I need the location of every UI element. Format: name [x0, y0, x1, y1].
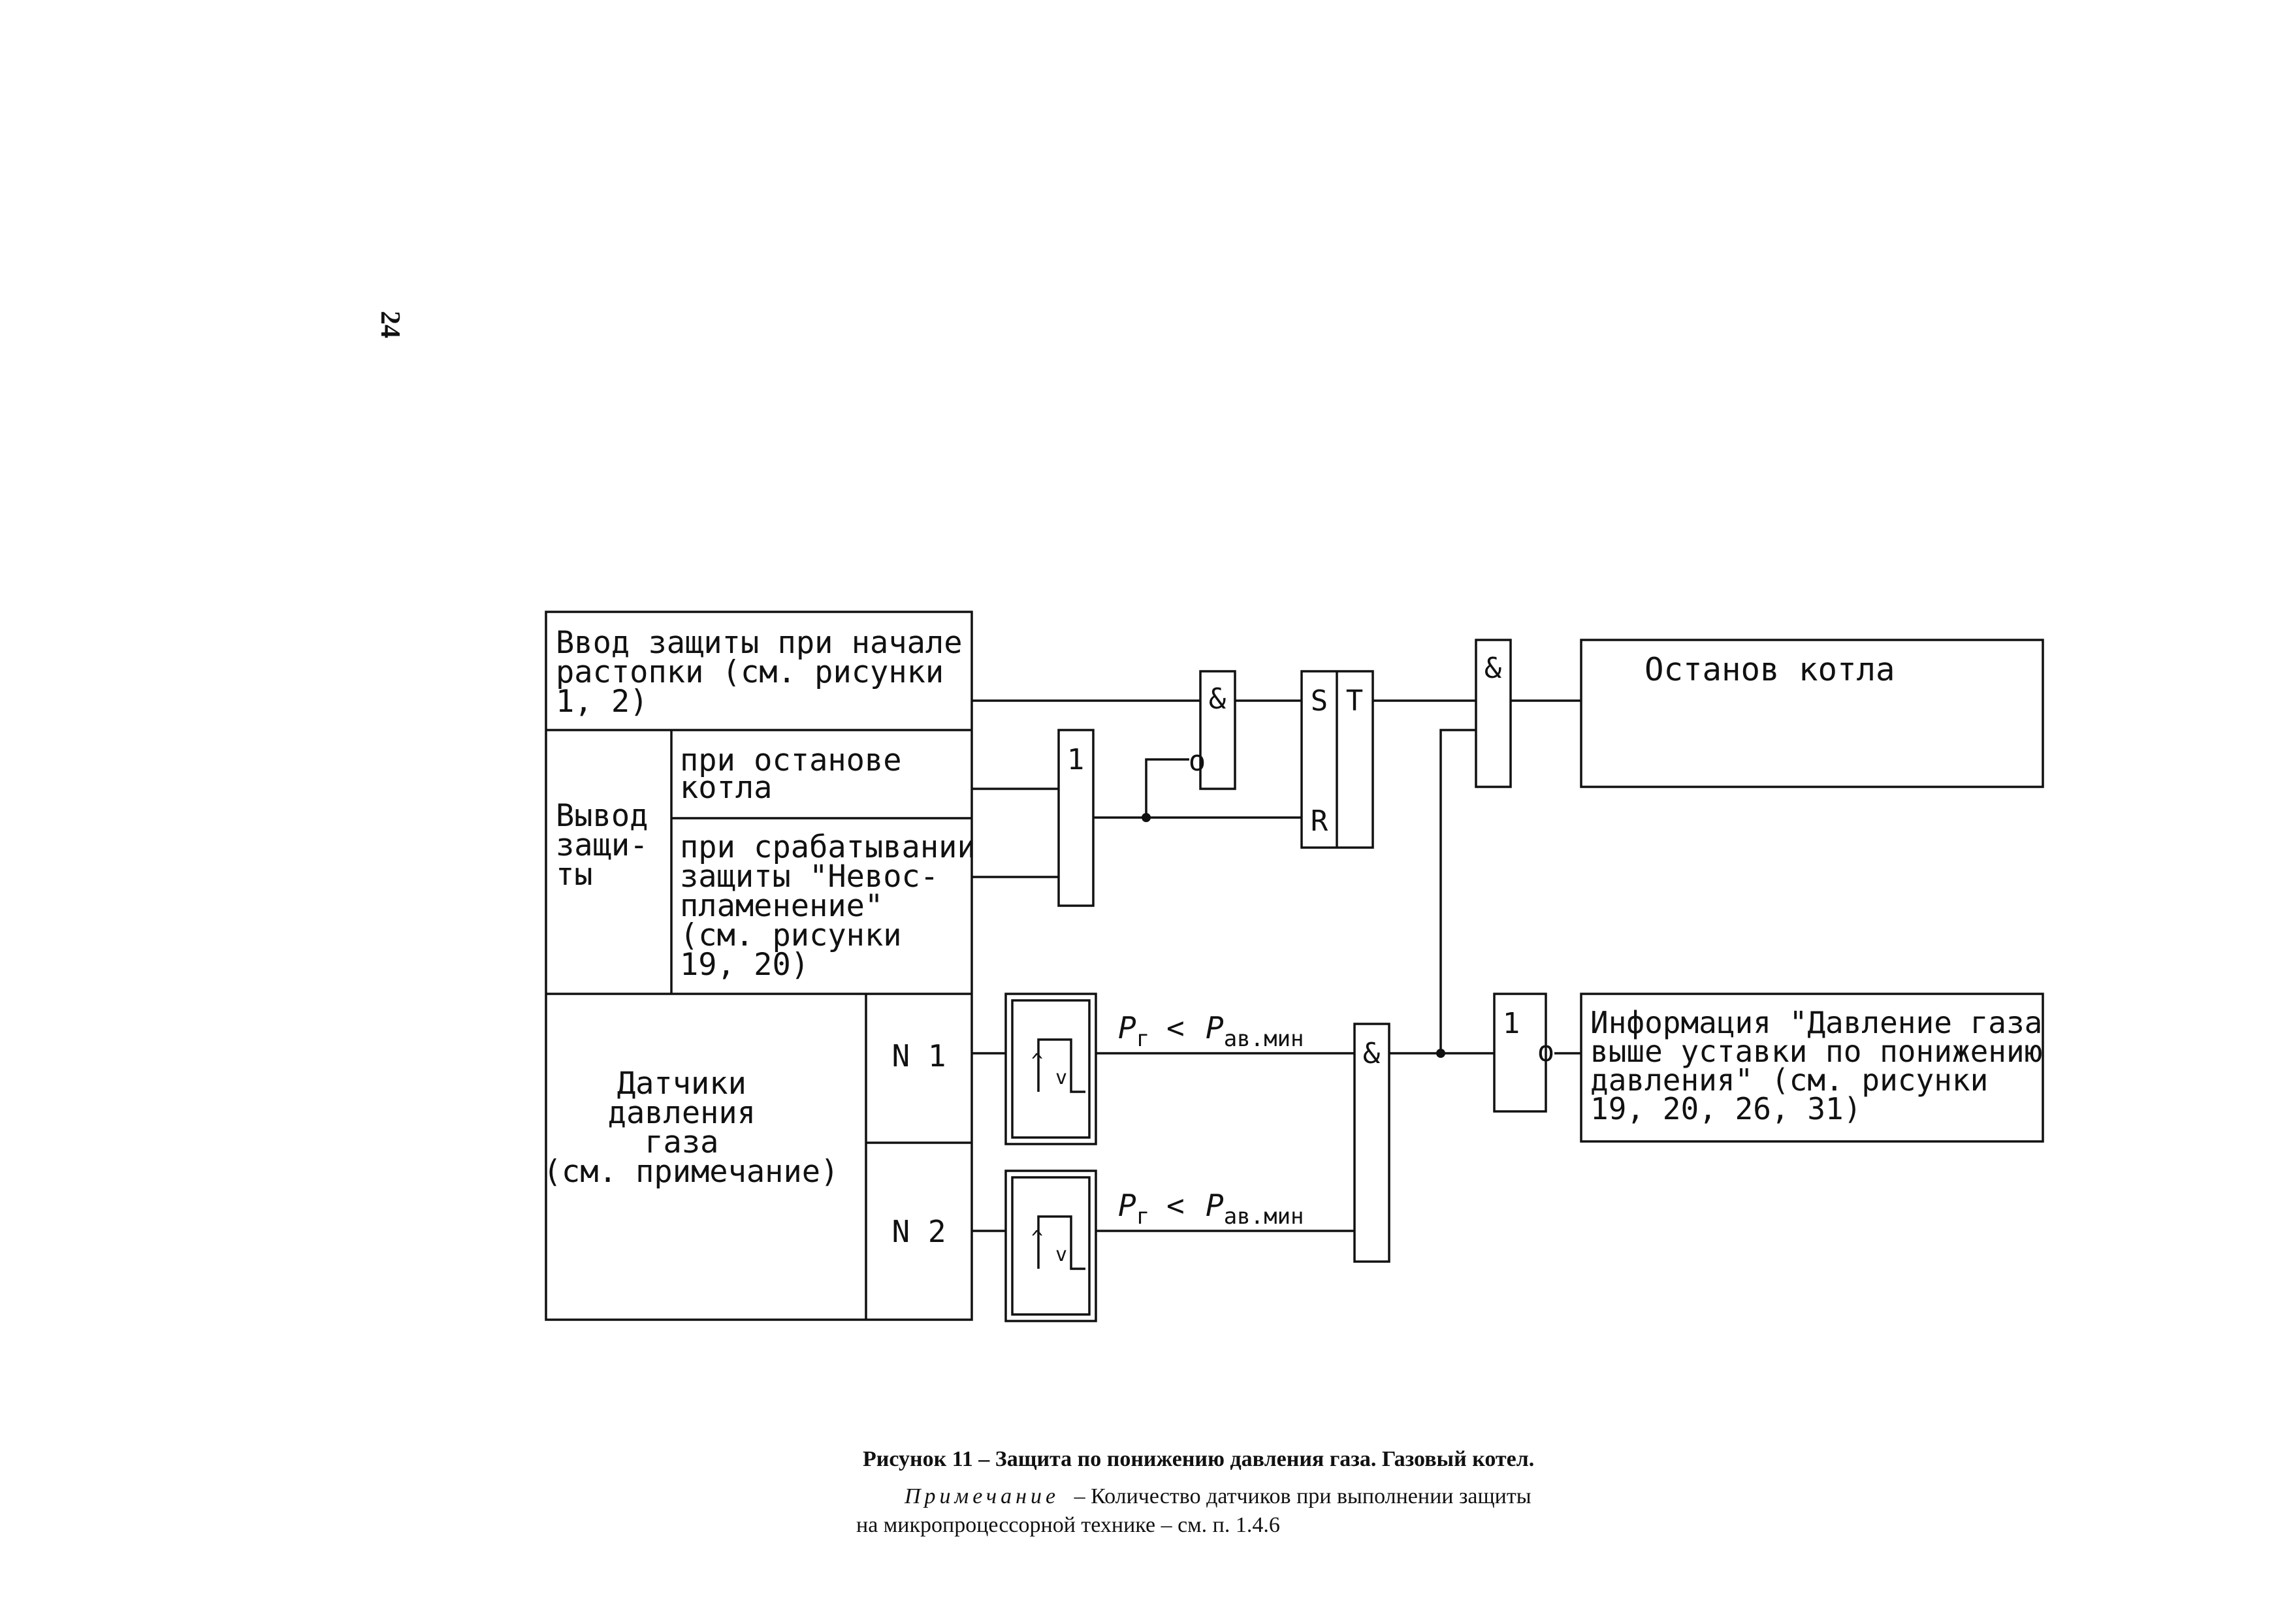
sr-trigger-s-label: S — [1311, 684, 1328, 718]
figure-caption: Рисунок 11 – Защита по понижению давлени… — [863, 1447, 1534, 1471]
comparator-2 — [1004, 1170, 1097, 1322]
input-table — [545, 611, 973, 1321]
or-gate-label: 1 — [1067, 743, 1085, 776]
enable-protection-label: Ввод защиты при начале растопки (см. рис… — [556, 625, 981, 720]
and-gate-2 — [1475, 639, 1512, 788]
and-gate-1 — [1199, 670, 1236, 790]
comparator-1-down: v — [1055, 1066, 1067, 1089]
or-gate — [1057, 729, 1095, 907]
sensor-2-label: N 2 — [891, 1214, 946, 1249]
figure-note: Примечание – Количество датчиков при вып… — [856, 1484, 1537, 1537]
sr-trigger-r-label: R — [1311, 804, 1328, 838]
junction-dot-2 — [1436, 1049, 1445, 1058]
boiler-stop-label: Останов котла — [1644, 651, 1895, 688]
info-message-label: Информация "Давление газа выше уставки п… — [1590, 1005, 2060, 1126]
comparator-2-down: v — [1055, 1243, 1067, 1266]
disable-protection-label: Вывод защи- ты — [556, 798, 667, 893]
info-message-box — [1580, 993, 2044, 1143]
on-flame-failure-label: при срабатывании защиты "Невос- пламенен… — [680, 829, 994, 983]
comparator-1 — [1004, 993, 1097, 1145]
comparator-2-up: ^ — [1031, 1227, 1043, 1250]
not-gate-label: 1 — [1503, 1007, 1520, 1040]
not-gate-output-label: o — [1537, 1035, 1555, 1068]
and-gate-3-label: & — [1363, 1037, 1381, 1070]
pressure-signal-2: Pг<Pав.мин — [1118, 1188, 1304, 1230]
page-number: 24 — [375, 311, 405, 338]
wires — [972, 699, 1581, 1232]
on-boiler-stop-label: при останове котла — [680, 742, 920, 806]
and-gate-1-label: & — [1209, 682, 1227, 716]
junction-dot-1 — [1142, 813, 1151, 822]
pressure-signal-1: Pг<Pав.мин — [1118, 1010, 1304, 1052]
boiler-stop-box — [1580, 639, 2044, 788]
and-gate-2-label: & — [1484, 652, 1502, 685]
gas-pressure-sensors-label: Датчики давления газа (см. примечание) — [543, 1066, 839, 1190]
sr-trigger-t-label: T — [1346, 684, 1364, 718]
sensor-1-label: N 1 — [891, 1038, 946, 1074]
and-gate-3 — [1353, 1023, 1390, 1263]
inverter-input-label: o — [1189, 744, 1206, 778]
comparator-1-up: ^ — [1031, 1050, 1043, 1073]
